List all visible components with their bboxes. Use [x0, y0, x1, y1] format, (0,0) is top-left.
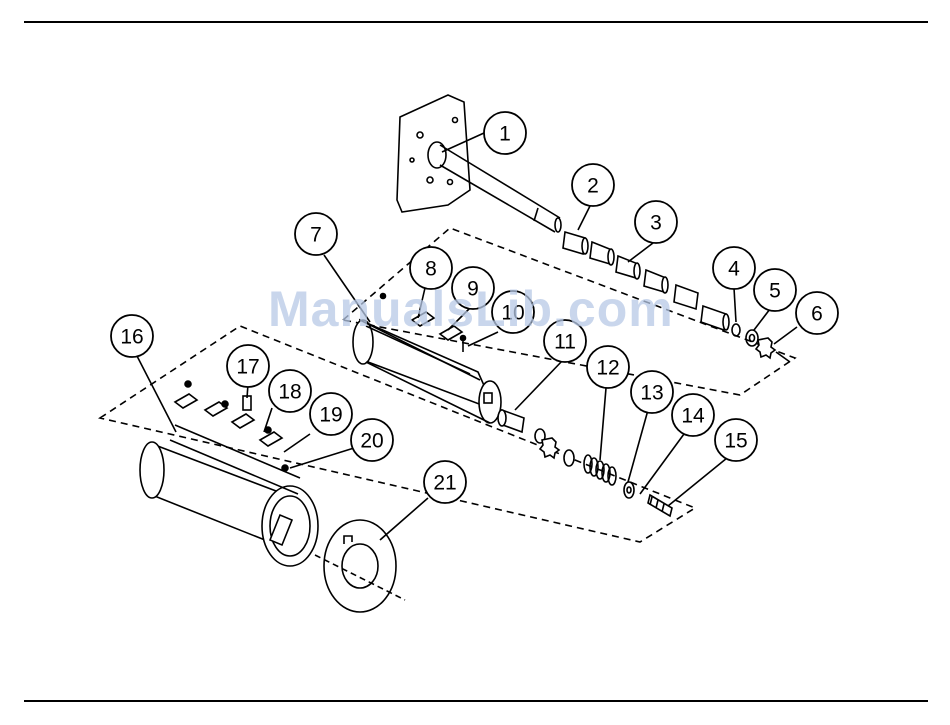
star-washer-6: [756, 338, 775, 358]
callout-14: 14: [672, 394, 714, 436]
clip-ring-4: [732, 324, 740, 336]
spacer-bushings: [563, 232, 729, 330]
callout-13: 13: [631, 371, 673, 413]
callout-number: 5: [769, 280, 781, 303]
callout-number: 10: [501, 302, 524, 325]
callout-number: 19: [319, 404, 342, 427]
callout-number: 16: [120, 326, 143, 349]
callout-16: 16: [111, 315, 153, 357]
callout-number: 6: [811, 303, 823, 326]
callout-4: 4: [713, 247, 755, 289]
callout-number: 21: [433, 472, 456, 495]
callout-2: 2: [572, 164, 614, 206]
callout-number: 20: [360, 430, 383, 453]
callout-21: 21: [424, 461, 466, 503]
callout-20: 20: [351, 419, 393, 461]
callout-number: 12: [596, 357, 619, 380]
callout-17: 17: [227, 345, 269, 387]
callout-12: 12: [587, 346, 629, 388]
callout-10: 10: [492, 291, 534, 333]
callout-number: 8: [425, 258, 437, 281]
callout-18: 18: [269, 370, 311, 412]
callout-15: 15: [715, 419, 757, 461]
callout-number: 1: [499, 123, 511, 146]
washer-5: [746, 330, 758, 346]
callout-7: 7: [295, 213, 337, 255]
callout-number: 13: [640, 382, 663, 405]
callout-number: 15: [724, 430, 747, 453]
callout-19: 19: [310, 393, 352, 435]
callout-11: 11: [544, 320, 586, 362]
callout-1: 1: [484, 112, 526, 154]
callout-number: 4: [728, 258, 740, 281]
callout-9: 9: [452, 267, 494, 309]
callout-8: 8: [410, 247, 452, 289]
callout-number: 14: [681, 405, 705, 428]
callout-3: 3: [635, 201, 677, 243]
mounting-plate-with-shaft: [397, 95, 561, 232]
callout-number: 11: [554, 331, 576, 354]
callout-5: 5: [754, 269, 796, 311]
callout-number: 17: [236, 356, 259, 379]
callout-number: 3: [650, 212, 662, 235]
end-plate-21: [324, 520, 396, 612]
callout-number: 2: [587, 175, 599, 198]
callout-number: 18: [278, 381, 301, 404]
callout-number: 7: [310, 224, 322, 247]
callout-number: 9: [467, 278, 479, 301]
callout-6: 6: [796, 292, 838, 334]
